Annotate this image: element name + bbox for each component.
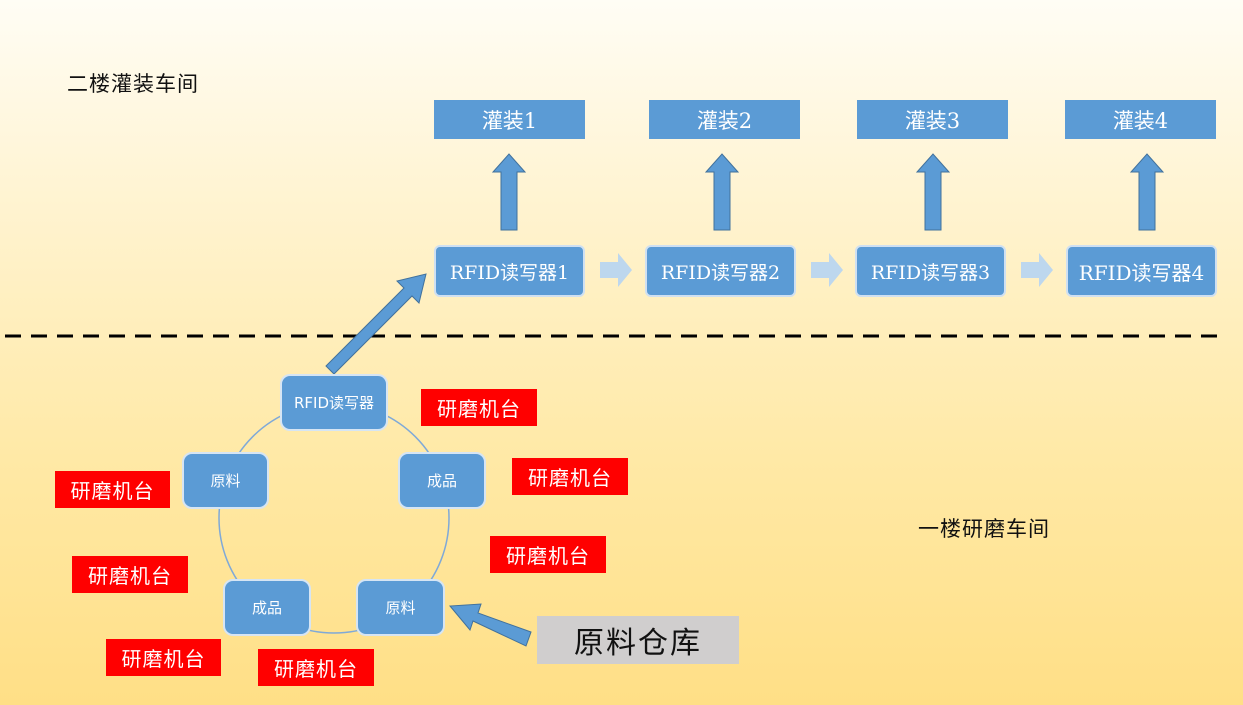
rfid-reader-4: RFID读写器4: [1066, 245, 1217, 297]
up-arrow-3: [915, 153, 951, 231]
grinding-machine-1: 研磨机台: [421, 389, 537, 426]
grinding-machine-3: 研磨机台: [512, 458, 628, 495]
upper-floor-title: 二楼灌装车间: [67, 72, 199, 96]
right-arrow-2: [811, 253, 843, 287]
rfid-reader-3: RFID读写器3: [855, 245, 1006, 297]
cycle-node-raw-material-bottom: 原料: [356, 579, 445, 636]
filling-station-2: 灌装2: [649, 100, 800, 139]
diagonal-up-arrow: [325, 273, 427, 375]
raw-material-warehouse: 原料仓库: [537, 616, 739, 664]
filling-station-3: 灌装3: [857, 100, 1008, 139]
grinding-machine-7: 研磨机台: [258, 649, 374, 686]
filling-station-4: 灌装4: [1065, 100, 1216, 139]
grinding-machine-5: 研磨机台: [72, 556, 188, 593]
grinding-machine-2: 研磨机台: [55, 471, 170, 508]
right-arrow-1: [600, 253, 632, 287]
cycle-node-finished-bottom: 成品: [223, 579, 311, 636]
rfid-reader-2: RFID读写器2: [645, 245, 796, 297]
cycle-node-rfid-reader: RFID读写器: [280, 374, 388, 431]
grinding-machine-6: 研磨机台: [106, 639, 221, 676]
cycle-node-raw-material-left: 原料: [182, 452, 269, 509]
up-arrow-2: [704, 153, 740, 231]
right-arrow-3: [1021, 253, 1053, 287]
up-arrow-1: [491, 153, 527, 231]
up-arrow-4: [1129, 153, 1165, 231]
rfid-reader-1: RFID读写器1: [434, 245, 585, 297]
filling-station-1: 灌装1: [434, 100, 585, 139]
lower-floor-title: 一楼研磨车间: [918, 517, 1050, 541]
warehouse-arrow: [448, 603, 532, 647]
grinding-machine-4: 研磨机台: [490, 536, 606, 573]
cycle-node-finished-right: 成品: [398, 452, 486, 509]
